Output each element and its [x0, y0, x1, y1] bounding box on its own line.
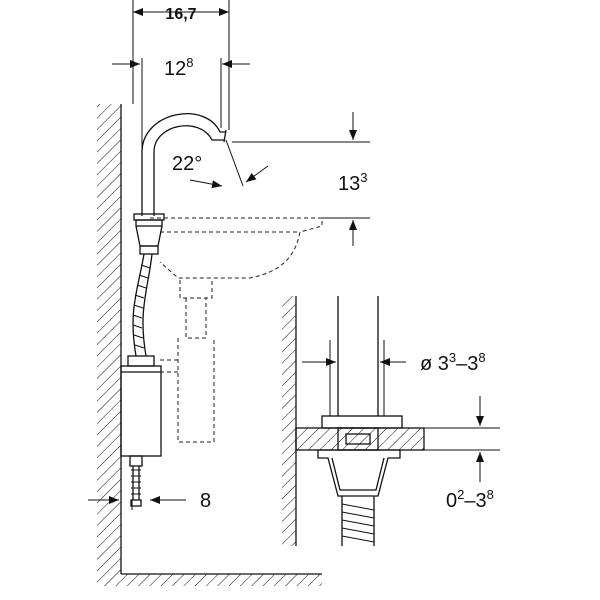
svg-text:02–38: 02–38	[446, 487, 494, 512]
dim-8-label: 8	[200, 490, 211, 512]
dim-thickness-base: 0	[446, 490, 457, 512]
dim-thickness-mid: –3	[464, 490, 486, 512]
dim-thickness-sup1: 2	[457, 487, 464, 502]
angle-label: 22°	[172, 153, 202, 175]
dim-12-sup: 8	[186, 55, 193, 70]
connection-hose	[132, 253, 153, 357]
dim-wall-offset: 8	[88, 456, 211, 512]
dim-deck-thickness: 02–38	[424, 396, 500, 512]
dim-13-sup: 3	[360, 170, 367, 185]
dim-spout-height: 133	[232, 112, 370, 246]
detail-deck	[295, 415, 425, 451]
dim-diameter-mid: –3	[456, 353, 478, 375]
dim-13-label: 13	[338, 173, 360, 195]
detail-faucet-body	[317, 296, 401, 546]
detail-wall	[282, 296, 297, 546]
dim-diameter-sup1: 3	[449, 350, 456, 365]
dim-diameter-prefix: ø 3	[420, 353, 449, 375]
dim-16-7-label: 16,7	[165, 6, 196, 23]
faucet-spout	[133, 113, 227, 255]
dim-diameter-sup2: 8	[478, 350, 485, 365]
dim-12-label: 12	[164, 58, 186, 80]
svg-text:ø 33–38: ø 33–38	[420, 350, 486, 375]
dim-spout-reach: 128	[112, 55, 250, 150]
dim-hole-diameter: ø 33–38	[302, 340, 486, 416]
svg-text:128: 128	[164, 55, 193, 80]
dim-thickness-sup2: 8	[487, 487, 494, 502]
washbasin	[150, 217, 323, 443]
dim-angle: 22°	[172, 139, 269, 189]
svg-text:133: 133	[338, 170, 367, 195]
control-unit	[120, 355, 162, 507]
